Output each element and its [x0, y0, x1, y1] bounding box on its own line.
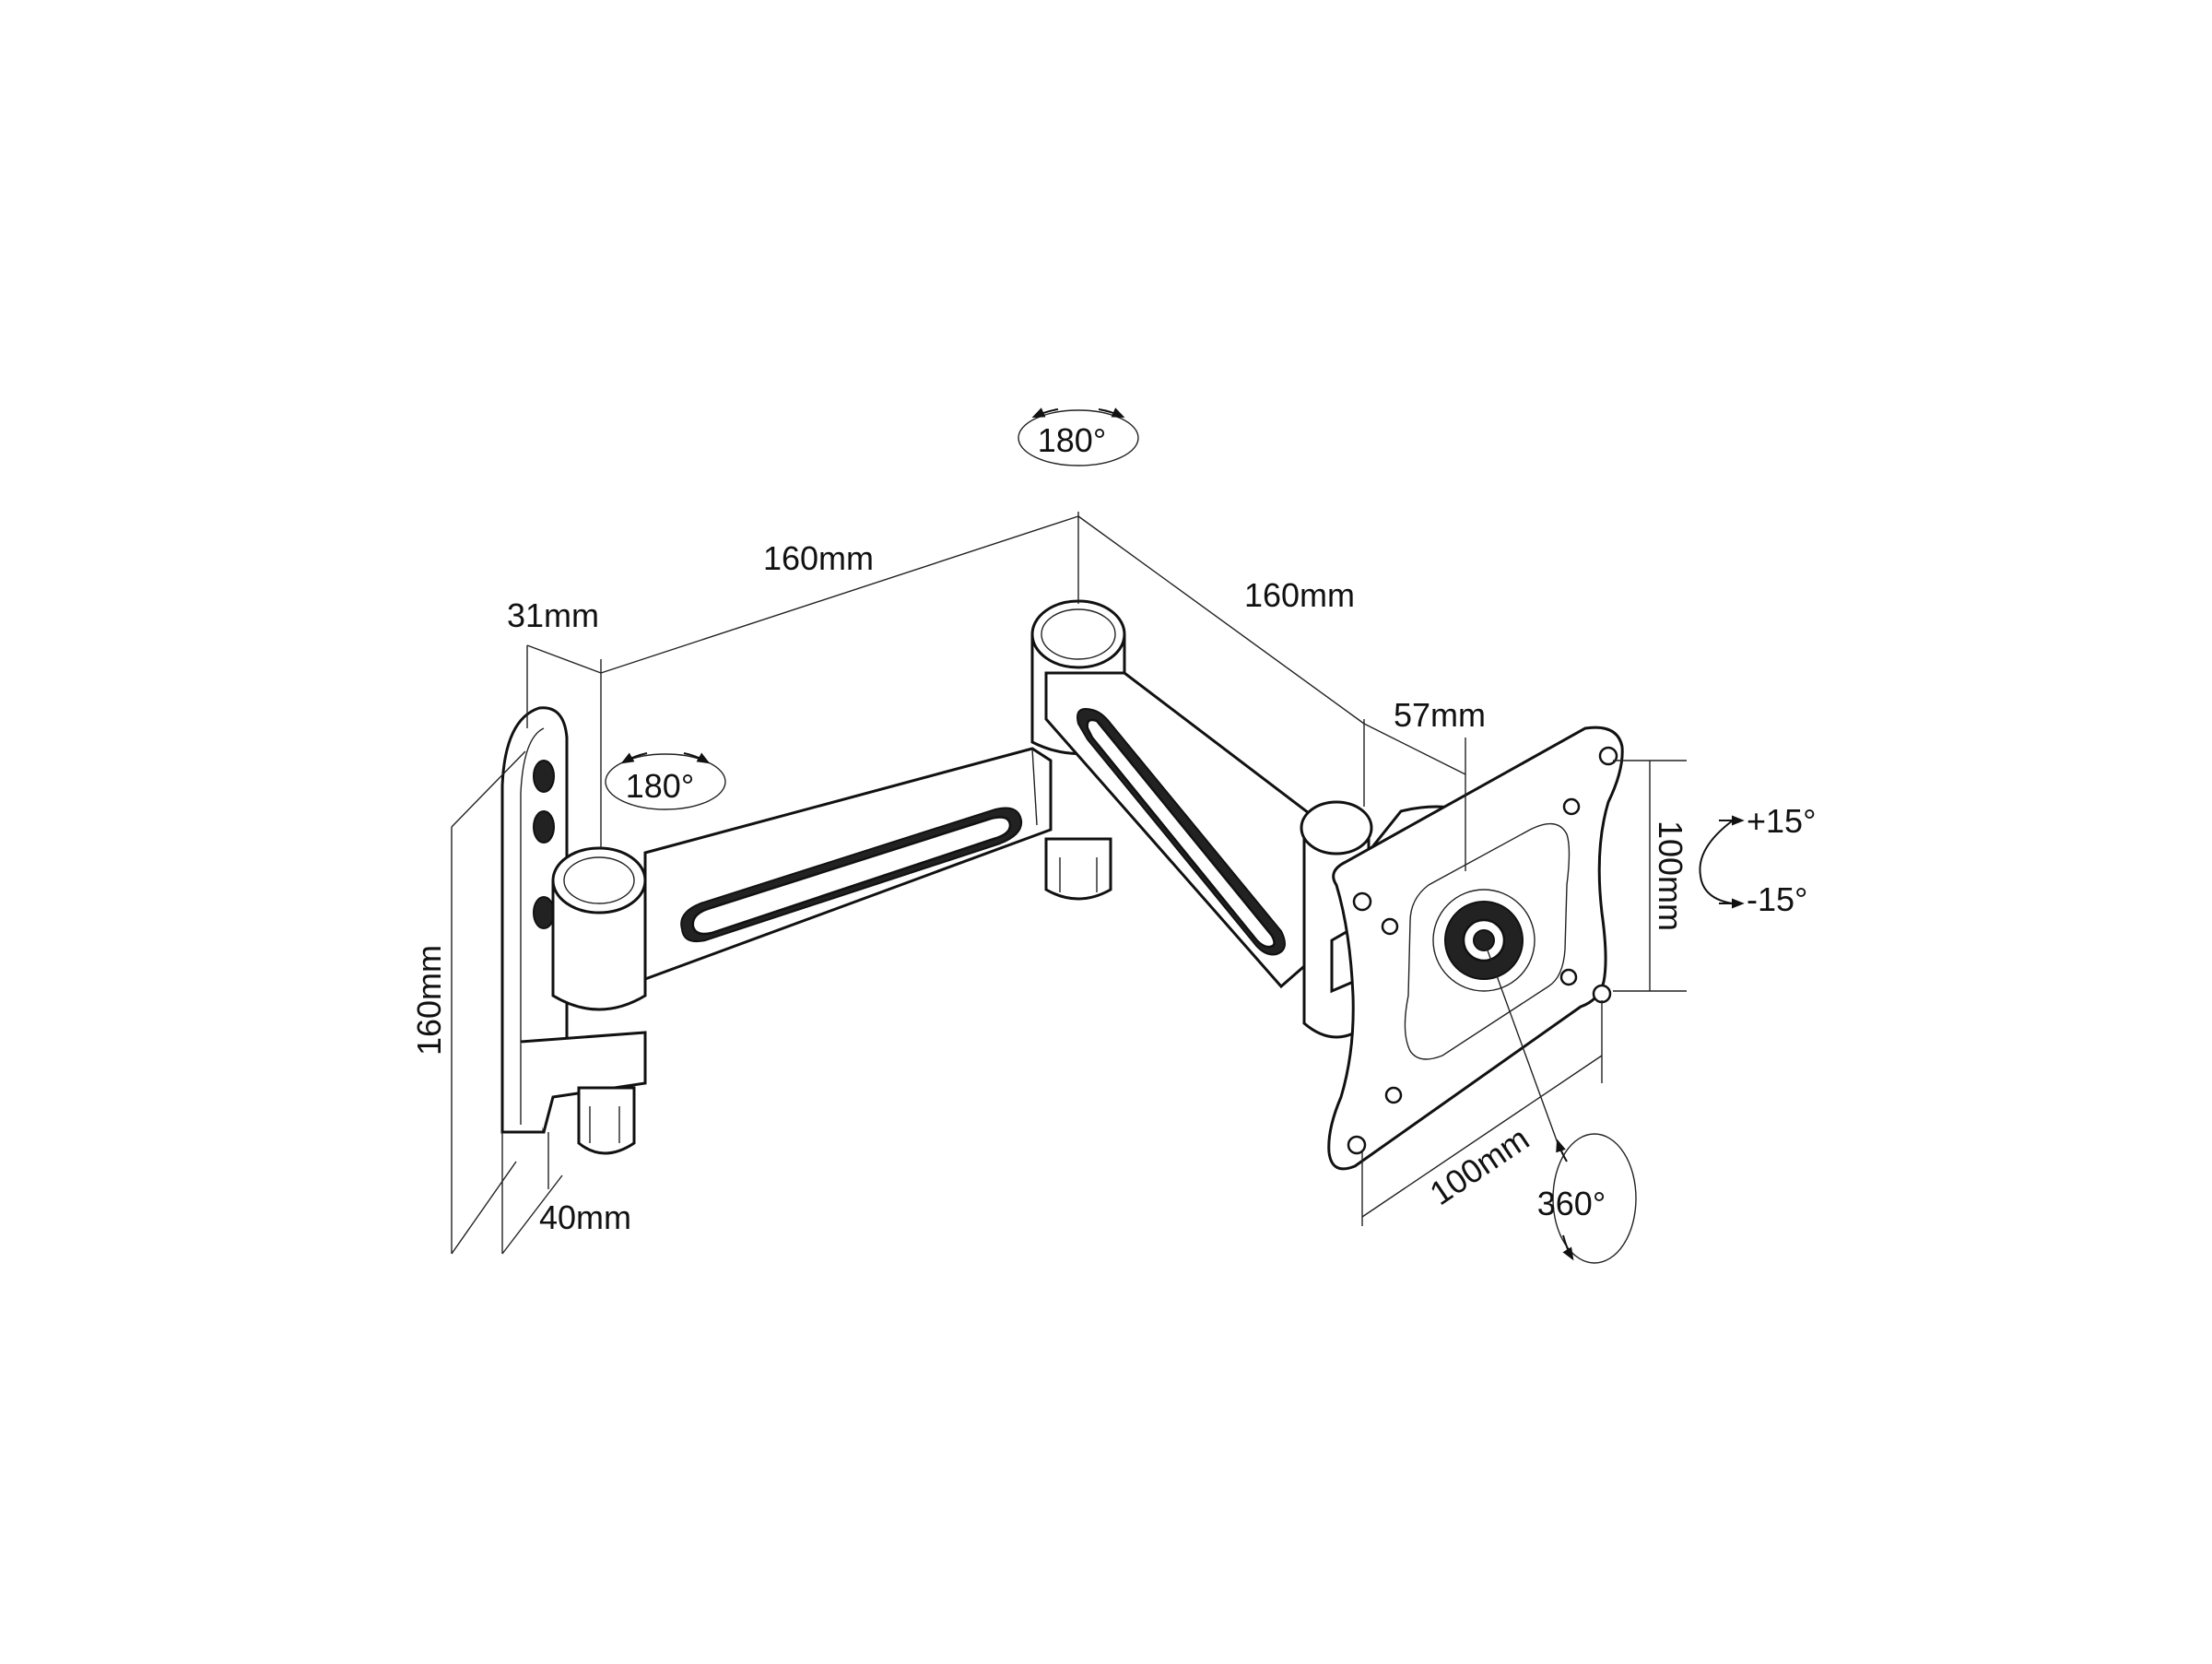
- tilt-arc-icon: [1699, 820, 1734, 904]
- wall-plate-depth-label: 40mm: [539, 1198, 631, 1236]
- plate-rotation-label: 360°: [1537, 1185, 1606, 1222]
- pivot-offset-label: 31mm: [507, 596, 599, 634]
- vesa-hole-icon: [1384, 1086, 1403, 1104]
- vesa-hole-icon: [1347, 1135, 1367, 1155]
- plate-rotation-indicator: [1552, 1133, 1637, 1264]
- rotation-ellipse-icon: [1552, 1133, 1637, 1264]
- elbow-rotation-indicator: [1018, 407, 1139, 466]
- first-arm-length-label: 160mm: [763, 539, 874, 577]
- wall-plate-height-label: 160mm: [410, 945, 448, 1056]
- first-arm: [643, 747, 1053, 982]
- second-arm-length-label: 160mm: [1244, 576, 1355, 614]
- vesa-hole-icon: [1562, 797, 1581, 816]
- tilt-indicator: [1699, 815, 1745, 909]
- vesa-hole-icon: [1598, 746, 1618, 766]
- wall-plate: [500, 706, 647, 1134]
- rotation-ellipse-icon: [605, 753, 726, 810]
- vesa-hole-icon: [1352, 891, 1372, 912]
- vesa-plate: [1327, 726, 1624, 1171]
- vesa-width-label: 100mm: [1423, 1119, 1535, 1212]
- wall-rotation-indicator: [605, 752, 726, 810]
- vesa-height-label: 100mm: [1652, 820, 1689, 931]
- vesa-hole-icon: [1381, 917, 1399, 936]
- wall-pivot-joint: [551, 846, 647, 1155]
- tilt-up-label: +15°: [1747, 802, 1816, 840]
- elbow-rotation-label: 180°: [1038, 421, 1106, 459]
- second-arm: [1044, 671, 1357, 989]
- dimension-lines: [451, 512, 1687, 1255]
- tilt-down-label: -15°: [1747, 880, 1807, 918]
- wall-screw-hole-icon: [533, 760, 555, 793]
- rotation-ellipse-icon: [1018, 409, 1139, 466]
- wall-rotation-label: 180°: [626, 767, 694, 805]
- wall-screw-hole-icon: [533, 896, 555, 929]
- vesa-hole-icon: [1559, 968, 1578, 986]
- wall-screw-hole-icon: [533, 810, 555, 844]
- vesa-hole-icon: [1592, 984, 1612, 1004]
- head-depth-label: 57mm: [1394, 696, 1486, 734]
